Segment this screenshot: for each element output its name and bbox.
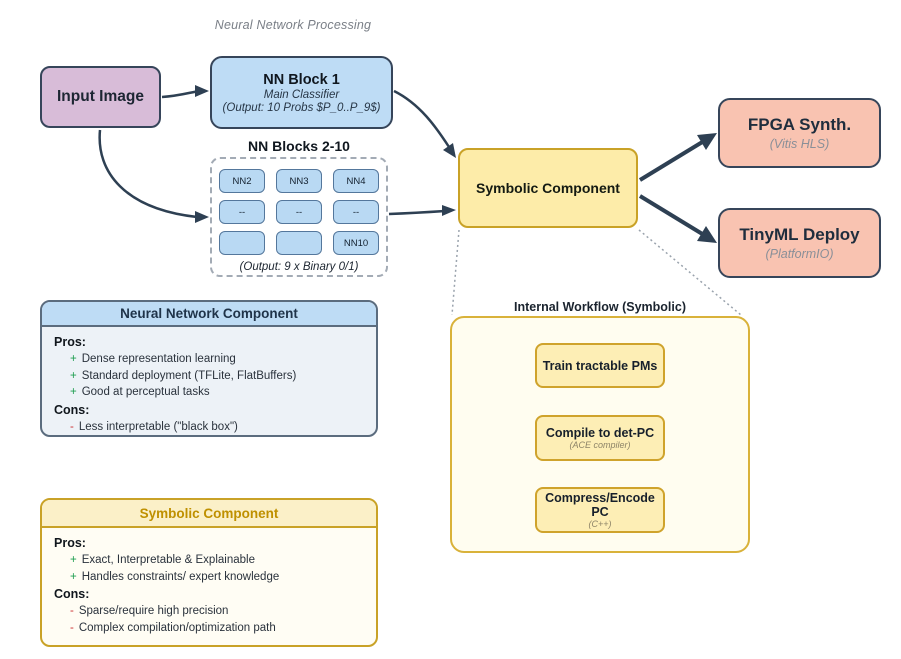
node-nn-group: NN2 NN3 NN4 -- -- -- NN10 (Output: 9 x B… (210, 157, 388, 277)
pro-text: Dense representation learning (81, 353, 236, 365)
workflow-step-train: Train tractable PMs (535, 343, 665, 388)
symbolic-label: Symbolic Component (476, 180, 620, 196)
step-title: Compress/Encode PC (545, 491, 655, 519)
con-item: -Less interpretable ("black box") (54, 419, 366, 436)
workflow-step-compile: Compile to det-PC (ACE compiler) (535, 415, 665, 461)
minus-sign: - (70, 420, 74, 433)
tinyml-title: TinyML Deploy (739, 225, 860, 244)
plus-sign: + (70, 369, 77, 382)
input-image-label: Input Image (57, 88, 144, 105)
plus-sign: + (70, 353, 77, 365)
nn-cell: -- (219, 200, 265, 224)
nn-cell (219, 231, 265, 255)
step-title: Compile to det-PC (545, 426, 655, 440)
nn-block1-output: (Output: 10 Probs $P_0..P_9$) (222, 101, 381, 114)
panel-nn-body: Pros: + Dense representation learning + St… (42, 327, 376, 436)
arrowhead (697, 226, 717, 243)
nn-cell (276, 231, 322, 255)
pro-text: Exact, Interpretable & Explainable (81, 554, 255, 566)
panel-symbolic: Symbolic Component Pros: + Exact, Interpr… (40, 498, 378, 647)
arrow-input-to-nn1 (161, 89, 200, 99)
con-item: -Sparse/require high precision (54, 603, 366, 620)
con-item: -Complex compilation/optimization path (54, 620, 366, 637)
workflow-title: Internal Workflow (Symbolic) (513, 300, 686, 314)
nn-grid: NN2 NN3 NN4 -- -- -- NN10 (212, 169, 386, 255)
arrowhead (443, 143, 456, 158)
cons-label: Cons: (54, 587, 90, 601)
panel-nn-title: Neural Network Component (42, 302, 376, 327)
arrow-nn1-to-symbolic (393, 89, 451, 148)
pro-text: Good at perceptual tasks (81, 386, 210, 398)
workflow-step-compress: Compress/Encode PC (C++) (535, 487, 665, 533)
nn-cell: NN3 (276, 169, 322, 193)
arrow-symbolic-to-fpga (638, 139, 706, 182)
con-text: Complex compilation/optimization path (78, 621, 276, 634)
arrowhead (195, 85, 209, 97)
fpga-title: FPGA Synth. (747, 115, 852, 134)
step-title: Train tractable PMs (542, 358, 658, 373)
node-nn-block1: NN Block 1 Main Classifier (Output: 10 P… (210, 56, 393, 129)
pros-label: Pros: (54, 536, 86, 550)
arrow-symbolic-to-tinyml (638, 194, 706, 237)
panel-symbolic-body: Pros: + Exact, Interpretable & Explainabl… (42, 528, 376, 640)
node-tinyml-deploy: TinyML Deploy (PlatformIO) (718, 208, 881, 278)
pro-item: + Dense representation learning (54, 351, 366, 368)
panel-neural-network: Neural Network Component Pros: + Dense re… (40, 300, 378, 437)
arrowhead (697, 133, 717, 150)
nn-cell: -- (276, 200, 322, 224)
nn-block1-title: NN Block 1 (263, 71, 340, 88)
nn-group-title: NN Blocks 2-10 (248, 138, 350, 154)
panel-symbolic-title: Symbolic Component (42, 500, 376, 528)
cons-label: Cons: (54, 402, 90, 417)
nn-cell: NN10 (333, 231, 379, 255)
arrowhead (195, 211, 209, 223)
plus-sign: + (70, 570, 77, 583)
nn-cell: -- (333, 200, 379, 224)
pros-label: Pros: (54, 335, 86, 349)
minus-sign: - (70, 605, 74, 617)
minus-sign: - (70, 621, 74, 634)
pro-item: + Good at perceptual tasks (54, 384, 366, 401)
node-input-image: Input Image (40, 66, 161, 128)
con-text: Less interpretable ("black box") (78, 420, 238, 433)
nn-group-caption: (Output: 9 x Binary 0/1) (239, 261, 359, 273)
pro-text: Handles constraints/ expert knowledge (81, 570, 280, 583)
pro-item: + Standard deployment (TFLite, FlatBuffer… (54, 368, 366, 385)
node-fpga-synth: FPGA Synth. (Vitis HLS) (718, 98, 881, 168)
diagram-title: Neural Network Processing (214, 18, 372, 32)
plus-sign: + (70, 554, 77, 566)
con-text: Sparse/require high precision (78, 605, 229, 617)
pro-text: Standard deployment (TFLite, FlatBuffers… (81, 369, 297, 382)
arrowhead (442, 205, 456, 216)
step-subtitle: (C++) (588, 519, 612, 529)
nn-cell: NN2 (219, 169, 265, 193)
nn-cell: NN4 (333, 169, 379, 193)
node-symbolic-component: Symbolic Component (458, 148, 638, 228)
plus-sign: + (70, 386, 77, 398)
fpga-subtitle: (Vitis HLS) (769, 137, 830, 151)
pro-item: + Exact, Interpretable & Explainable (54, 552, 366, 569)
pro-item: + Handles constraints/ expert knowledge (54, 569, 366, 586)
arrow-input-to-nngroup (98, 129, 198, 219)
step-subtitle: (ACE compiler) (569, 440, 631, 450)
nn-block1-subtitle: Main Classifier (263, 88, 340, 101)
arrow-nngroup-to-symbolic (388, 209, 446, 216)
tinyml-subtitle: (PlatformIO) (765, 247, 834, 261)
